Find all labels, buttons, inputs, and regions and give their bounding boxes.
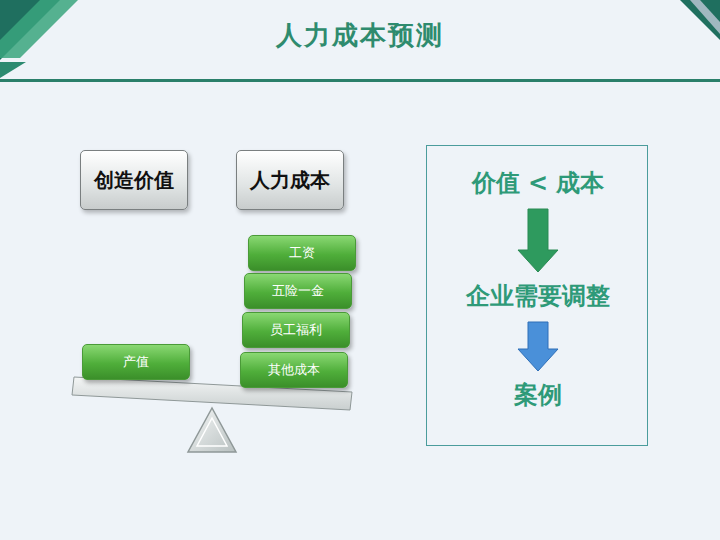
label-box: 创造价值 <box>80 150 188 210</box>
node-text: 员工福利 <box>270 321 322 339</box>
summary-panel: 价值 < 成本企业需要调整案例 <box>426 145 648 446</box>
cost-block: 员工福利 <box>242 312 350 348</box>
value-block: 产值 <box>82 344 190 380</box>
label-box: 人力成本 <box>236 150 344 210</box>
corner-decor <box>0 62 26 78</box>
cost-block: 五险一金 <box>244 273 352 309</box>
node-text: 其他成本 <box>268 361 320 379</box>
node-text: 工资 <box>289 244 315 262</box>
node-text: 创造价值 <box>94 167 174 194</box>
corner-decor <box>680 0 720 40</box>
arrow-shape <box>518 209 558 272</box>
node-text: 案例 <box>514 379 562 411</box>
node-text: 五险一金 <box>272 282 324 300</box>
block-arrow <box>518 322 558 371</box>
fulcrum-inner <box>197 418 227 446</box>
slide-title: 人力成本预测 <box>0 18 720 53</box>
summary-text: 企业需要调整 <box>427 277 649 315</box>
node-text: 产值 <box>123 353 149 371</box>
corner-decor <box>0 0 78 58</box>
header-rule <box>0 79 720 82</box>
corner-decor <box>690 0 720 34</box>
summary-text: 价值 < 成本 <box>427 164 649 202</box>
node-text: 人力成本 <box>250 167 330 194</box>
node-text: 企业需要调整 <box>466 280 610 312</box>
cost-block: 其他成本 <box>240 352 348 388</box>
block-arrow <box>518 209 558 272</box>
arrow-shape <box>518 322 558 371</box>
node-text: 价值 < 成本 <box>472 167 605 199</box>
fulcrum <box>188 408 236 452</box>
summary-text: 案例 <box>427 376 649 414</box>
cost-block: 工资 <box>248 235 356 271</box>
